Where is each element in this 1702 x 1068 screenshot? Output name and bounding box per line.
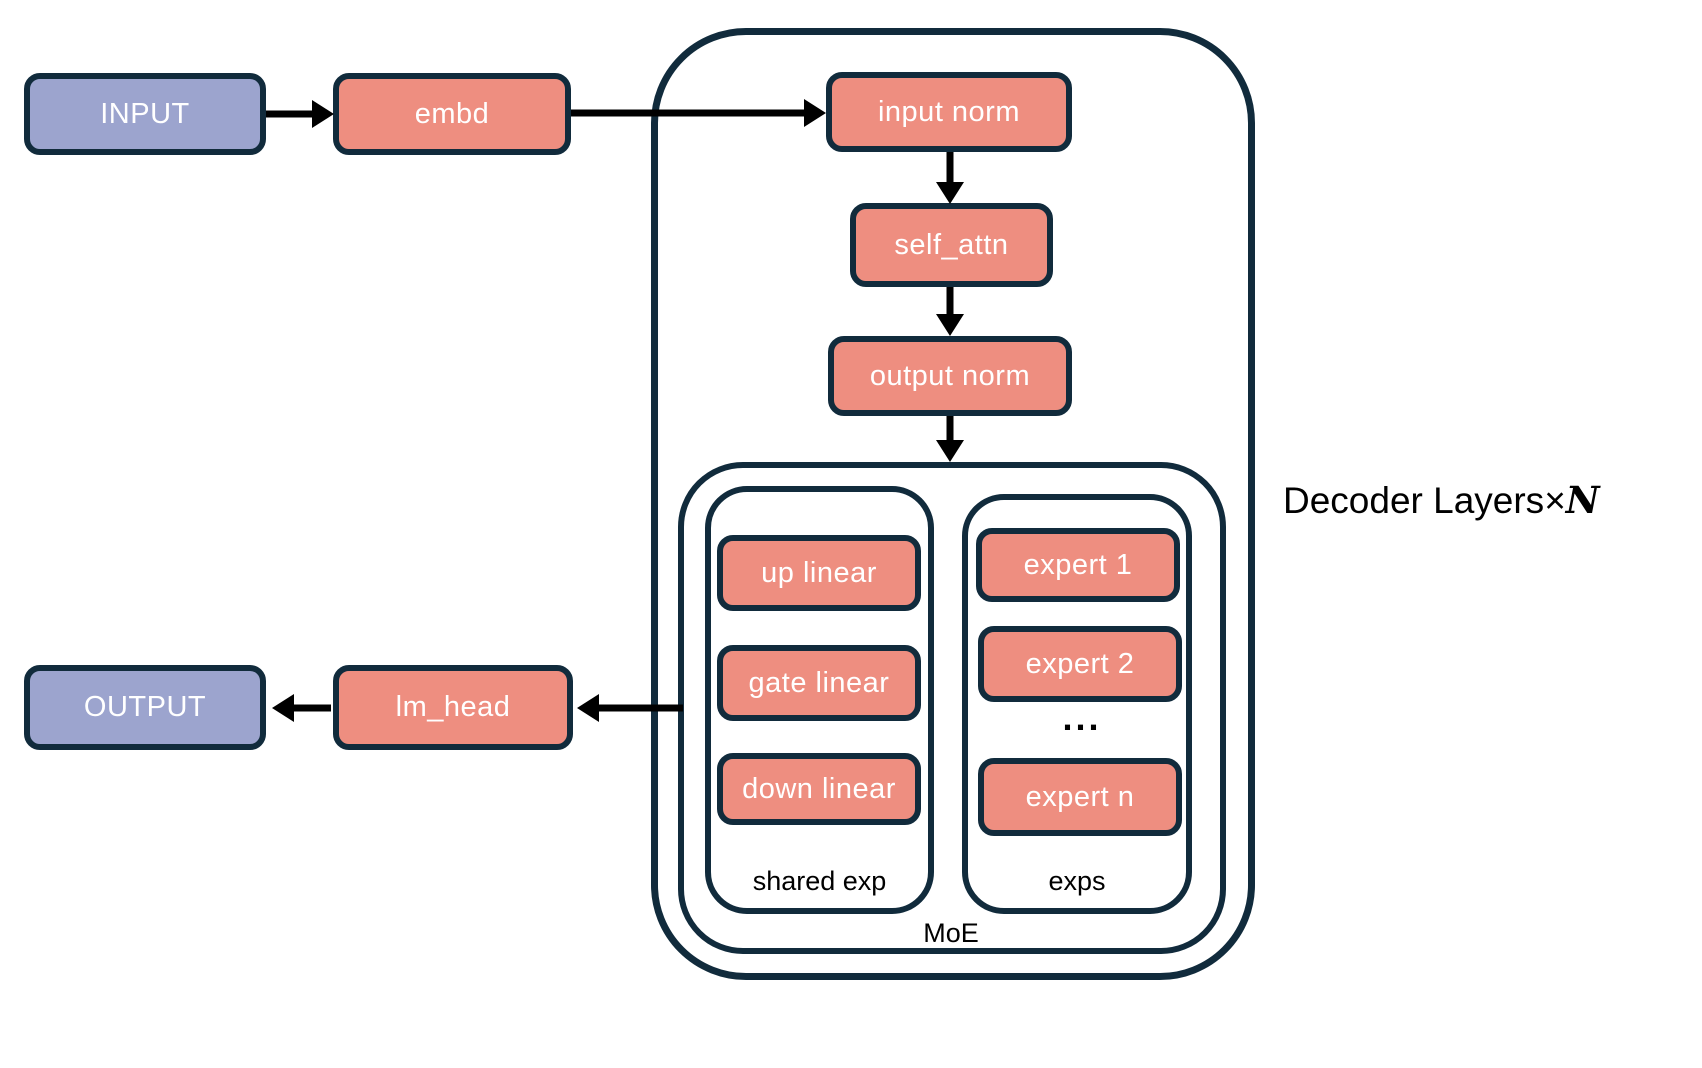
down-linear-node: down linear — [717, 753, 921, 825]
multiply-sign: × — [1544, 480, 1566, 521]
shared-exp-box — [705, 486, 934, 914]
arrow-input-to-embd — [266, 100, 334, 128]
exps-box — [962, 494, 1192, 914]
output-node: OUTPUT — [24, 665, 266, 750]
moe-label: MoE — [923, 918, 979, 948]
output-norm-node: output norm — [828, 336, 1072, 416]
embd-node: embd — [333, 73, 571, 155]
gate-linear-node: gate linear — [717, 645, 921, 721]
expert-2-node: expert 2 — [978, 626, 1182, 702]
self-attn-node: self_attn — [850, 203, 1053, 287]
lm-head-node: lm_head — [333, 665, 573, 750]
decoder-layers-note-text: Decoder Layers — [1283, 480, 1545, 521]
shared-exp-label: shared exp — [752, 866, 887, 896]
exps-label: exps — [1048, 866, 1106, 896]
layer-count-symbol: N — [1565, 478, 1600, 522]
input-norm-node: input norm — [826, 72, 1072, 152]
arrow-lm-head-to-output — [272, 694, 331, 722]
up-linear-node: up linear — [717, 535, 921, 611]
experts-ellipsis: ... — [1062, 697, 1102, 738]
expert-1-node: expert 1 — [976, 528, 1180, 602]
decoder-layers-note: Decoder Layers×N — [1283, 478, 1600, 522]
expert-n-node: expert n — [978, 758, 1182, 836]
decoder-layers-box — [651, 28, 1255, 980]
input-node: INPUT — [24, 73, 266, 155]
